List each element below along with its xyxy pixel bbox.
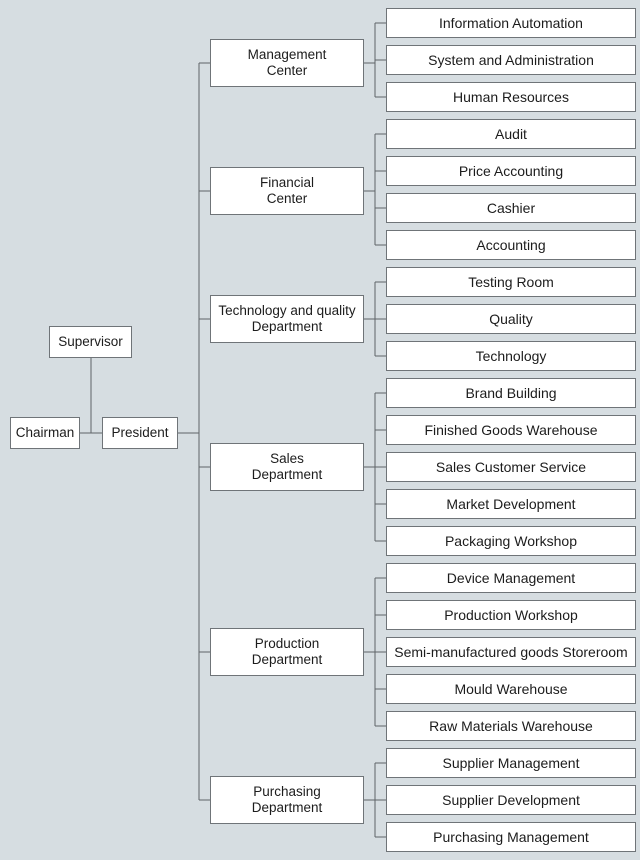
unit-box-production-workshop: Production Workshop	[386, 600, 636, 630]
unit-box-supplier-development: Supplier Development	[386, 785, 636, 815]
unit-box-technology: Technology	[386, 341, 636, 371]
department-box-management-center: Management Center	[210, 39, 364, 87]
unit-box-information-automation: Information Automation	[386, 8, 636, 38]
unit-box-testing-room: Testing Room	[386, 267, 636, 297]
unit-box-finished-goods-warehouse: Finished Goods Warehouse	[386, 415, 636, 445]
chairman-box: Chairman	[10, 417, 80, 449]
unit-box-semi-manufactured-goods-storeroom: Semi-manufactured goods Storeroom	[386, 637, 636, 667]
unit-box-system-and-administration: System and Administration	[386, 45, 636, 75]
unit-box-device-management: Device Management	[386, 563, 636, 593]
unit-box-packaging-workshop: Packaging Workshop	[386, 526, 636, 556]
department-box-sales-department: Sales Department	[210, 443, 364, 491]
department-box-technology-and-quality-department: Technology and quality Department	[210, 295, 364, 343]
unit-box-accounting: Accounting	[386, 230, 636, 260]
unit-box-raw-materials-warehouse: Raw Materials Warehouse	[386, 711, 636, 741]
unit-box-purchasing-management: Purchasing Management	[386, 822, 636, 852]
unit-box-mould-warehouse: Mould Warehouse	[386, 674, 636, 704]
department-box-production-department: Production Department	[210, 628, 364, 676]
unit-box-market-development: Market Development	[386, 489, 636, 519]
unit-box-brand-building: Brand Building	[386, 378, 636, 408]
unit-box-audit: Audit	[386, 119, 636, 149]
unit-box-price-accounting: Price Accounting	[386, 156, 636, 186]
unit-box-sales-customer-service: Sales Customer Service	[386, 452, 636, 482]
unit-box-quality: Quality	[386, 304, 636, 334]
unit-box-supplier-management: Supplier Management	[386, 748, 636, 778]
unit-box-cashier: Cashier	[386, 193, 636, 223]
supervisor-box: Supervisor	[49, 326, 132, 358]
department-box-financial-center: Financial Center	[210, 167, 364, 215]
president-box: President	[102, 417, 178, 449]
department-box-purchasing-department: Purchasing Department	[210, 776, 364, 824]
unit-box-human-resources: Human Resources	[386, 82, 636, 112]
